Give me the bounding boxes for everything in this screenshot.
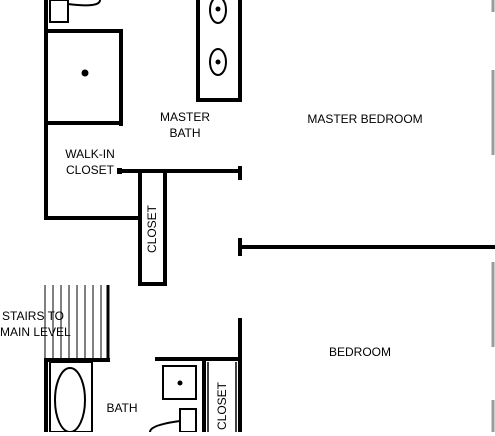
- sink-drain-icon: [215, 6, 221, 12]
- stairs-label: STAIRS TO MAIN LEVEL: [0, 308, 72, 340]
- master-bath-label-line2: BATH: [169, 126, 201, 140]
- master-bath-label: MASTER BATH: [150, 109, 220, 141]
- sink-drain-icon: [177, 380, 183, 386]
- toilet-bowl-icon: [149, 420, 181, 432]
- wall-closet-upper: [138, 171, 167, 286]
- walk-in-closet-label-line2: CLOSET: [65, 163, 114, 177]
- stairs: [44, 285, 102, 358]
- sink-icon: [209, 48, 227, 76]
- walk-in-closet-label: WALK-IN CLOSET: [55, 146, 125, 178]
- closet-lower-label: CLOSET: [215, 382, 229, 431]
- stairs-label-line1: STAIRS TO: [2, 309, 65, 323]
- walk-in-closet-label-line1: WALK-IN: [65, 147, 115, 161]
- bedroom-label: BEDROOM: [328, 345, 391, 359]
- bathtub-icon: [49, 361, 93, 432]
- sink-drain-icon: [215, 59, 221, 65]
- sink-cabinet-icon: [162, 365, 197, 400]
- shower-drain-icon: [81, 69, 89, 77]
- master-bedroom-label: MASTER BEDROOM: [307, 112, 423, 126]
- toilet-tank-icon: [179, 408, 197, 432]
- sink-icon: [209, 0, 227, 24]
- bath-label: BATH: [106, 401, 138, 415]
- closet-upper-label: CLOSET: [145, 205, 159, 254]
- stairs-label-line2: MAIN LEVEL: [0, 325, 71, 339]
- vanity-counter: [196, 0, 242, 102]
- master-bath-label-line1: MASTER: [159, 110, 210, 124]
- toilet-icon: [49, 0, 101, 23]
- shower-wall: [46, 29, 123, 126]
- closet-door-marker: [117, 168, 122, 174]
